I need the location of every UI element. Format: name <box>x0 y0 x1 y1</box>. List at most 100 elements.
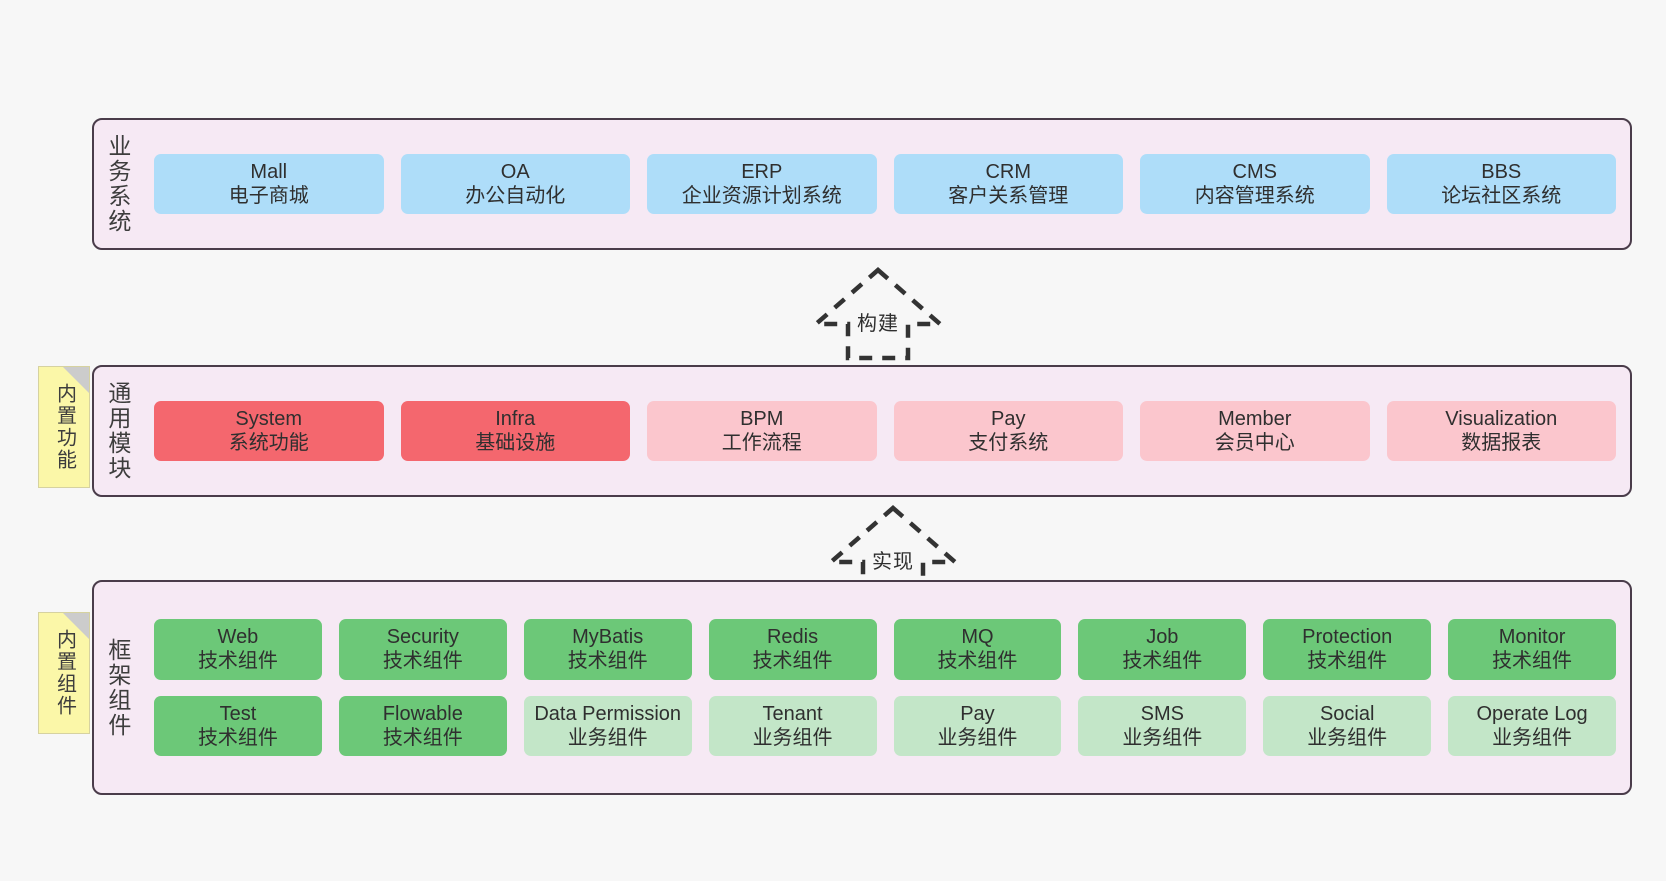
card-desc: 业务组件 <box>937 726 1018 749</box>
card-name: Visualization <box>1445 407 1558 430</box>
arrow-implement: 实现 <box>803 500 983 600</box>
card-name: MyBatis <box>572 625 644 648</box>
card-row: Test 技术组件 Flowable 技术组件 Data Permission … <box>154 695 1616 757</box>
card-desc: 论坛社区系统 <box>1441 185 1562 207</box>
card-name: ERP <box>741 160 783 183</box>
card-desc: 技术组件 <box>382 650 463 673</box>
card-crm[interactable]: CRM 客户关系管理 <box>893 153 1123 215</box>
card-desc: 业务组件 <box>1122 726 1203 749</box>
card-desc: 办公自动化 <box>465 185 566 207</box>
card-desc: 企业资源计划系统 <box>681 185 842 207</box>
card-name: Tenant <box>762 702 823 725</box>
card-desc: 内容管理系统 <box>1194 185 1315 207</box>
card-erp[interactable]: ERP 企业资源计划系统 <box>647 153 877 215</box>
card-system[interactable]: System 系统功能 <box>154 400 384 462</box>
card-mall[interactable]: Mall 电子商城 <box>154 153 384 215</box>
card-pay-business[interactable]: Pay 业务组件 <box>893 695 1062 757</box>
card-name: Data Permission <box>534 702 682 725</box>
card-name: Protection <box>1302 625 1393 648</box>
card-visualization[interactable]: Visualization 数据报表 <box>1386 400 1616 462</box>
layer-business-systems: 业务系统 Mall 电子商城 OA 办公自动化 ERP 企业资源计划系统 CRM… <box>92 118 1632 250</box>
layer-title-business-systems: 业务系统 <box>104 134 131 234</box>
card-mq[interactable]: MQ 技术组件 <box>893 618 1062 680</box>
card-bbs[interactable]: BBS 论坛社区系统 <box>1386 153 1616 215</box>
card-name: Test <box>219 702 257 725</box>
card-desc: 技术组件 <box>752 650 833 673</box>
card-row: System 系统功能 Infra 基础设施 BPM 工作流程 Pay 支付系统… <box>154 400 1616 462</box>
card-desc: 支付系统 <box>968 432 1049 454</box>
layer-body-framework-components: Web 技术组件 Security 技术组件 MyBatis 技术组件 Redi… <box>140 582 1630 793</box>
card-desc: 技术组件 <box>937 650 1018 673</box>
card-name: BBS <box>1481 160 1522 183</box>
card-name: Mall <box>250 160 288 183</box>
card-redis[interactable]: Redis 技术组件 <box>708 618 877 680</box>
card-name: Redis <box>766 625 819 648</box>
card-row: Mall 电子商城 OA 办公自动化 ERP 企业资源计划系统 CRM 客户关系… <box>154 153 1616 215</box>
card-web[interactable]: Web 技术组件 <box>154 618 322 680</box>
arrow-implement-label: 实现 <box>872 551 914 573</box>
card-desc: 业务组件 <box>567 726 648 749</box>
card-desc: 技术组件 <box>1307 650 1388 673</box>
card-operate-log[interactable]: Operate Log 业务组件 <box>1448 695 1616 757</box>
note-builtin-components: 内置组件 <box>38 612 90 734</box>
card-desc: 技术组件 <box>567 650 648 673</box>
card-desc: 技术组件 <box>197 650 278 673</box>
card-desc: 工作流程 <box>721 432 802 454</box>
card-cms[interactable]: CMS 内容管理系统 <box>1140 153 1370 215</box>
card-desc: 技术组件 <box>1122 650 1203 673</box>
layer-title-common-modules: 通用模块 <box>104 381 131 481</box>
card-infra[interactable]: Infra 基础设施 <box>400 400 630 462</box>
card-desc: 业务组件 <box>1307 726 1388 749</box>
layer-body-business-systems: Mall 电子商城 OA 办公自动化 ERP 企业资源计划系统 CRM 客户关系… <box>140 120 1630 248</box>
card-name: Pay <box>960 702 995 725</box>
card-test[interactable]: Test 技术组件 <box>154 695 322 757</box>
card-name: Security <box>386 625 459 648</box>
card-bpm[interactable]: BPM 工作流程 <box>647 400 877 462</box>
layer-framework-components: 框架组件 Web 技术组件 Security 技术组件 MyBatis 技术组件… <box>92 580 1632 795</box>
card-oa[interactable]: OA 办公自动化 <box>400 153 630 215</box>
card-name: CRM <box>985 160 1032 183</box>
card-name: Flowable <box>382 702 463 725</box>
note-fold-corner-icon <box>63 613 89 639</box>
card-desc: 会员中心 <box>1214 432 1295 454</box>
layer-title-framework-components: 框架组件 <box>104 637 131 738</box>
card-job[interactable]: Job 技术组件 <box>1078 618 1247 680</box>
card-name: System <box>235 407 303 430</box>
card-desc: 技术组件 <box>382 726 463 749</box>
card-name: OA <box>500 160 530 183</box>
card-row: Web 技术组件 Security 技术组件 MyBatis 技术组件 Redi… <box>154 618 1616 680</box>
card-name: Web <box>217 625 259 648</box>
card-name: SMS <box>1140 702 1184 725</box>
card-social[interactable]: Social 业务组件 <box>1263 695 1432 757</box>
card-sms[interactable]: SMS 业务组件 <box>1078 695 1247 757</box>
card-desc: 业务组件 <box>752 726 833 749</box>
card-desc: 基础设施 <box>475 432 556 454</box>
card-name: BPM <box>740 407 784 430</box>
card-name: Infra <box>495 407 536 430</box>
note-label: 内置功能 <box>53 383 76 471</box>
card-desc: 业务组件 <box>1492 726 1573 749</box>
card-protection[interactable]: Protection 技术组件 <box>1263 618 1432 680</box>
card-pay[interactable]: Pay 支付系统 <box>893 400 1123 462</box>
card-monitor[interactable]: Monitor 技术组件 <box>1448 618 1616 680</box>
card-name: Pay <box>991 407 1026 430</box>
card-name: Social <box>1319 702 1375 725</box>
card-security[interactable]: Security 技术组件 <box>338 618 507 680</box>
card-name: MQ <box>961 625 994 648</box>
card-desc: 电子商城 <box>228 185 309 207</box>
layer-body-common-modules: System 系统功能 Infra 基础设施 BPM 工作流程 Pay 支付系统… <box>140 367 1630 495</box>
card-name: Monitor <box>1498 625 1566 648</box>
card-mybatis[interactable]: MyBatis 技术组件 <box>523 618 692 680</box>
card-desc: 系统功能 <box>228 432 309 454</box>
note-label: 内置组件 <box>53 629 76 717</box>
card-tenant[interactable]: Tenant 业务组件 <box>708 695 877 757</box>
card-flowable[interactable]: Flowable 技术组件 <box>338 695 507 757</box>
card-member[interactable]: Member 会员中心 <box>1140 400 1370 462</box>
card-data-permission[interactable]: Data Permission 业务组件 <box>523 695 692 757</box>
note-fold-corner-icon <box>63 367 89 393</box>
card-desc: 客户关系管理 <box>948 185 1069 207</box>
card-desc: 技术组件 <box>1492 650 1573 673</box>
layer-common-modules: 通用模块 System 系统功能 Infra 基础设施 BPM 工作流程 Pay… <box>92 365 1632 497</box>
card-desc: 数据报表 <box>1461 432 1542 454</box>
